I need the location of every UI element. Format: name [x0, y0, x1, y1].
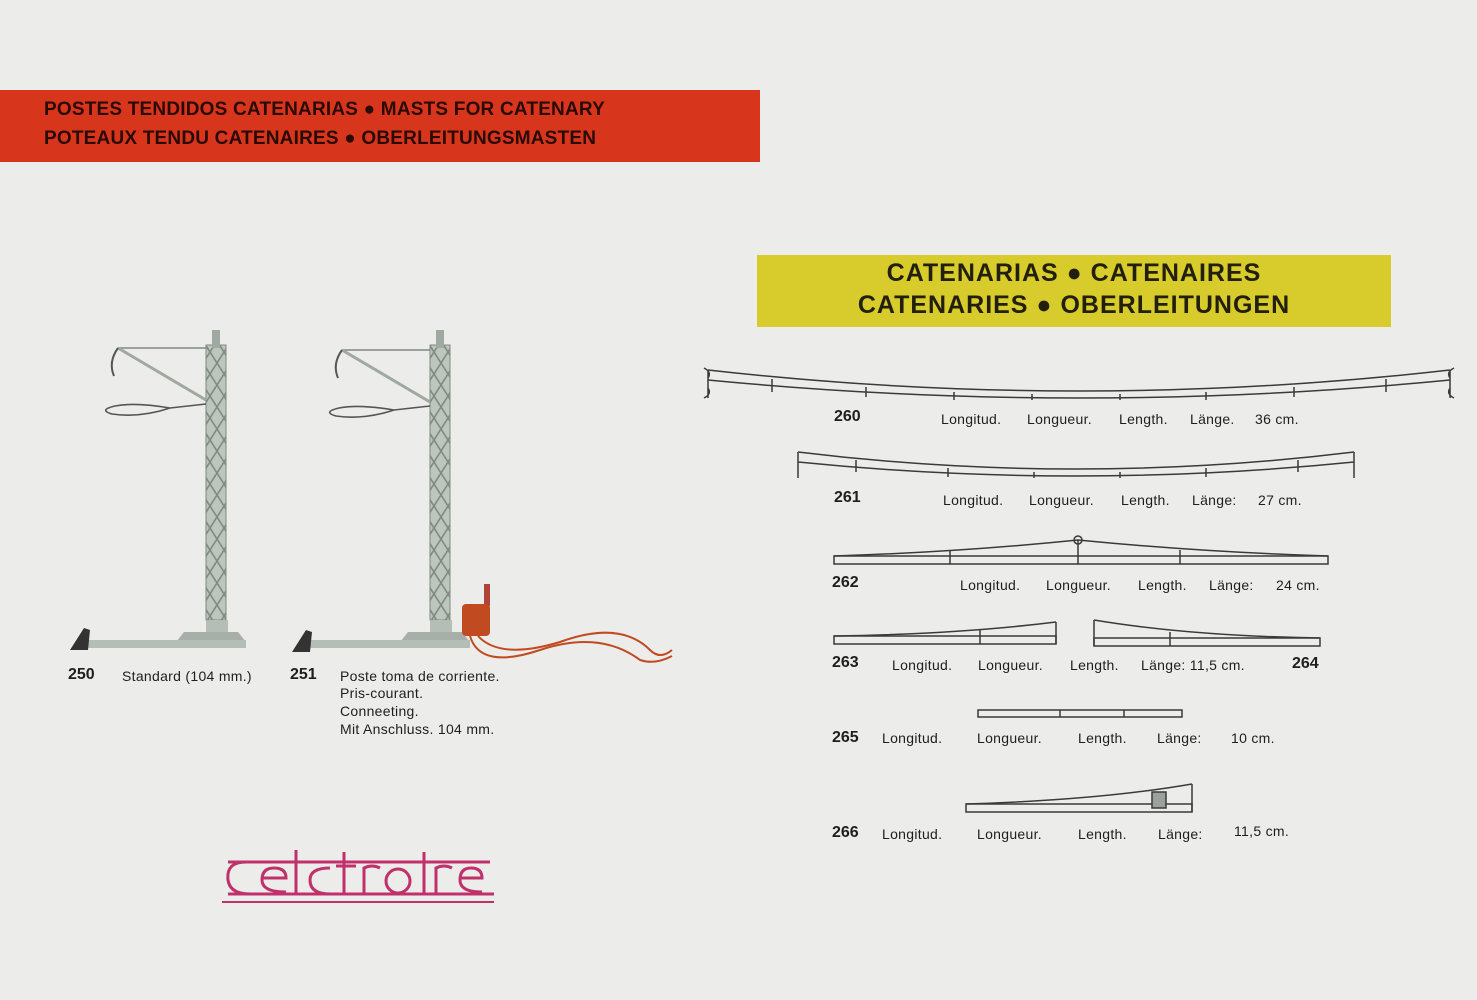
catenary-261-number: 261 — [834, 489, 861, 506]
catenary-265-image — [977, 709, 1183, 718]
catenary-266-number: 266 — [832, 824, 859, 841]
mast-251-desc-4: Mit Anschluss. 104 mm. — [340, 721, 495, 737]
catenary-header-line2: CATENARIES ● OBERLEITUNGEN — [857, 291, 1291, 319]
catenary-260-image — [703, 367, 1455, 400]
catenary-266-image — [965, 783, 1193, 813]
catenary-260-number: 260 — [834, 408, 861, 425]
catenary-262-label-de: Länge: — [1209, 577, 1254, 593]
catenary-header-band: CATENARIAS ● CATENAIRES CATENARIES ● OBE… — [757, 255, 1391, 327]
catenary-260-label-fr: Longueur. — [1027, 411, 1092, 427]
catenary-263-label-fr: Longueur. — [978, 657, 1043, 673]
catenary-265-label-es: Longitud. — [882, 730, 943, 746]
electrotren-logo — [222, 850, 494, 903]
catenary-263-label-en: Length. — [1070, 657, 1119, 673]
catenary-260-length: 36 cm. — [1255, 411, 1299, 427]
masts-header-line1: POSTES TENDIDOS CATENARIAS ● MASTS FOR C… — [44, 99, 605, 120]
catenary-263-number: 263 — [832, 654, 859, 671]
masts-header-band: POSTES TENDIDOS CATENARIAS ● MASTS FOR C… — [0, 90, 760, 162]
catenary-260-label-en: Length. — [1119, 411, 1168, 427]
mast-251-desc-3: Conneeting. — [340, 703, 419, 719]
catenary-260-label-de: Länge. — [1190, 411, 1235, 427]
masts-header-line2: POTEAUX TENDU CATENAIRES ● OBERLEITUNGSM… — [44, 128, 597, 149]
catenary-265-length: 10 cm. — [1231, 730, 1275, 746]
mast-250-image — [70, 330, 246, 650]
catenary-261-label-en: Length. — [1121, 492, 1170, 508]
catenary-261-label-fr: Longueur. — [1029, 492, 1094, 508]
catenary-261-length: 27 cm. — [1258, 492, 1302, 508]
mast-251-image — [292, 330, 673, 663]
mast-251-desc-2: Pris-courant. — [340, 685, 424, 701]
catenary-262-label-es: Longitud. — [960, 577, 1021, 593]
catenary-263-label-es: Longitud. — [892, 657, 953, 673]
catenary-262-label-fr: Longueur. — [1046, 577, 1111, 593]
catenary-265-label-en: Length. — [1078, 730, 1127, 746]
catenary-265-label-de: Länge: — [1157, 730, 1202, 746]
catenary-262-number: 262 — [832, 574, 859, 591]
catenary-261-label-es: Longitud. — [943, 492, 1004, 508]
catenary-266-length: 11,5 cm. — [1234, 823, 1290, 839]
catenary-266-label-de: Länge: — [1158, 826, 1203, 842]
catenary-261-image — [797, 451, 1355, 478]
catenary-265-label-fr: Longueur. — [977, 730, 1042, 746]
catenary-266-label-es: Longitud. — [882, 826, 943, 842]
catenary-261-label-de: Länge: — [1192, 492, 1237, 508]
catenary-263-length: Länge: 11,5 cm. — [1141, 657, 1245, 673]
mast-250-desc: Standard (104 mm.) — [122, 668, 252, 684]
catenary-263-264-image — [833, 619, 1321, 647]
mast-251-number: 251 — [290, 666, 317, 683]
mast-250-number: 250 — [68, 666, 95, 683]
catenary-262-length: 24 cm. — [1276, 577, 1320, 593]
catenary-262-image — [833, 535, 1329, 565]
catenary-260-label-es: Longitud. — [941, 411, 1002, 427]
catenary-266-label-en: Length. — [1078, 826, 1127, 842]
catenary-264-number: 264 — [1292, 655, 1319, 672]
catenary-header-line1: CATENARIAS ● CATENAIRES — [886, 259, 1262, 287]
catenary-265-number: 265 — [832, 729, 859, 746]
catenary-262-label-en: Length. — [1138, 577, 1187, 593]
mast-251-desc-1: Poste toma de corriente. — [340, 668, 500, 684]
catenary-266-label-fr: Longueur. — [977, 826, 1042, 842]
